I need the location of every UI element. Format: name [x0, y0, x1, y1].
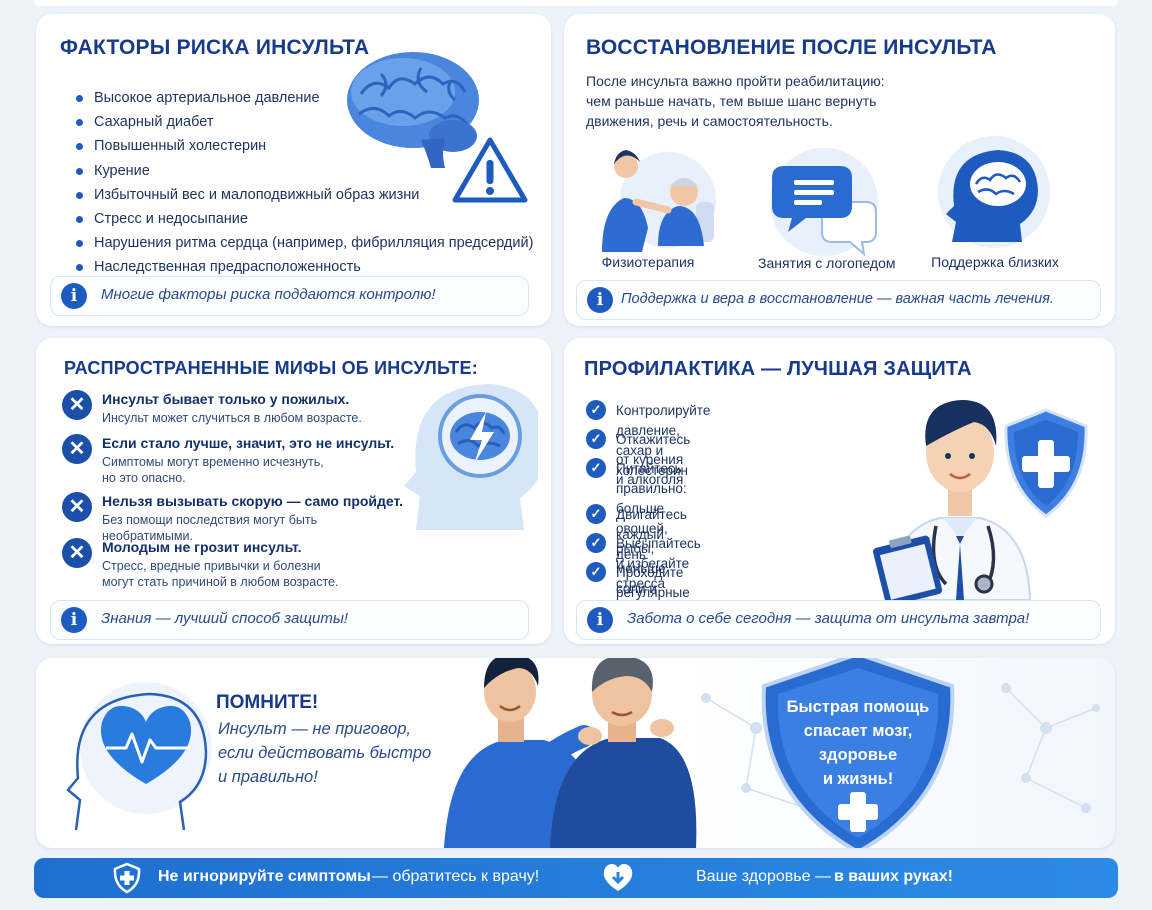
info-icon: i	[587, 287, 613, 313]
myth-text: Нельзя вызывать скорую — само пройдет.	[102, 493, 404, 509]
myth-fact: Без помощи последствия могут быть необра…	[102, 513, 318, 543]
myth-fact: Стресс, вредные привычки и болезни могут…	[102, 559, 339, 589]
prevention-info-box: i Забота о себе сегодня — защита от инсу…	[576, 600, 1101, 640]
cross-icon: ✕	[62, 390, 92, 420]
prevention-text: Питайтесь правильно: больше овощей, рыбы…	[616, 461, 687, 616]
footer-left-bold: Не игнорируйте симптомы	[158, 868, 371, 885]
risk-factors-list: Высокое артериальное давление Сахарный д…	[74, 86, 533, 280]
footer-left-rest: — обратитесь к врачу!	[372, 868, 540, 885]
prevention-card: ПРОФИЛАКТИКА — ЛУЧШАЯ ЗАЩИТА ✓ Контролир…	[564, 338, 1115, 644]
prevention-text: Откажитесь от курения и алкоголя	[616, 432, 691, 487]
remember-line: и правильно!	[218, 768, 318, 786]
caregiver-illustration	[444, 658, 697, 848]
myths-info-text: Знания — лучший способ защиты!	[101, 610, 349, 627]
prevention-text: Двигайтесь каждый день	[616, 507, 687, 562]
cross-icon: ✕	[62, 492, 92, 522]
top-edge	[34, 0, 1118, 6]
molecule-pattern	[701, 683, 1100, 813]
prevention-info-text: Забота о себе сегодня — защита от инсуль…	[627, 610, 1030, 627]
recovery-intro-line: движения, речь и самостоятельность.	[586, 113, 833, 129]
recovery-intro-line: чем раньше начать, тем выше шанс вернуть	[586, 93, 877, 109]
shield-text: и жизнь!	[822, 770, 894, 788]
list-item: Нарушения ритма сердца (например, фибрил…	[74, 231, 533, 255]
list-item: Высокое артериальное давление	[74, 86, 533, 110]
shield-badge	[761, 658, 955, 848]
myth-text: Инсульт бывает только у пожилых.	[102, 391, 350, 407]
shield-text: здоровье	[818, 746, 898, 764]
risk-info-text: Многие факторы риска поддаются контролю!	[101, 286, 436, 303]
check-icon: ✓	[586, 533, 606, 553]
check-icon: ✓	[586, 400, 606, 420]
recovery-info-text: Поддержка и вера в восстановление — важн…	[621, 291, 1054, 307]
list-item: Сахарный диабет	[74, 110, 533, 134]
head-brain-icon	[938, 136, 1050, 248]
head-lightning-icon	[404, 384, 538, 530]
remember-line: если действовать быстро	[218, 744, 432, 762]
myths-title: РАСПРОСТРАНЕННЫЕ МИФЫ ОБ ИНСУЛЬТЕ:	[64, 358, 478, 378]
myths-card: РАСПРОСТРАНЕННЫЕ МИФЫ ОБ ИНСУЛЬТЕ: ✕ Инс…	[36, 338, 551, 644]
recovery-label-speech: Занятия с логопедом	[758, 255, 896, 271]
heart-icon	[603, 864, 633, 891]
remember-title: ПОМНИТЕ!	[216, 692, 319, 713]
myths-info-box: i Знания — лучший способ защиты!	[50, 600, 529, 640]
shield-cross-icon	[113, 862, 141, 894]
info-icon: i	[61, 607, 87, 633]
doctor-icon	[873, 400, 1032, 600]
prevention-title: ПРОФИЛАКТИКА — ЛУЧШАЯ ЗАЩИТА	[584, 358, 972, 380]
warning-icon	[452, 137, 528, 203]
shield-cross-icon	[1004, 408, 1088, 518]
check-icon: ✓	[586, 562, 606, 582]
risk-factors-card: ФАКТОРЫ РИСКА ИНСУЛЬТА Высокое артериаль…	[36, 14, 551, 326]
myth-text: Молодым не грозит инсульт.	[102, 539, 302, 555]
heart-head-icon	[66, 682, 212, 831]
shield-text: спасает мозг,	[803, 722, 913, 740]
list-item: Наследственная предрасположенность	[74, 255, 533, 279]
prevention-text: Высыпайтесь и избегайте стресса	[616, 536, 701, 591]
list-item: Стресс и недосыпание	[74, 207, 533, 231]
remember-line: Инсульт — не приговор,	[218, 720, 411, 738]
myth-text: Если стало лучше, значит, это не инсульт…	[102, 435, 395, 451]
recovery-card: ВОССТАНОВЛЕНИЕ ПОСЛЕ ИНСУЛЬТА После инсу…	[564, 14, 1115, 326]
recovery-label-physio: Физиотерапия	[601, 254, 695, 270]
prevention-text: Контролируйте давление, сахар и холестер…	[616, 403, 711, 478]
cross-icon: ✕	[62, 434, 92, 464]
check-icon: ✓	[586, 504, 606, 524]
physiotherapy-illustration	[602, 150, 716, 252]
risk-info-box: i Многие факторы риска поддаются контрол…	[50, 276, 529, 316]
info-icon: i	[61, 283, 87, 309]
recovery-info-box: i Поддержка и вера в восстановление — ва…	[576, 280, 1101, 320]
recovery-intro-line: После инсульта важно пройти реабилитацию…	[586, 73, 885, 89]
remember-card: ПОМНИТЕ! Инсульт — не приговор, если дей…	[36, 658, 1115, 848]
myth-fact: Симптомы могут временно исчезнуть, но эт…	[102, 455, 324, 485]
footer-right-plain: Ваше здоровье —	[696, 868, 831, 885]
recovery-label-support: Поддержка близких	[931, 254, 1059, 270]
myth-fact: Инсульт может случиться в любом возрасте…	[102, 411, 362, 425]
info-icon: i	[587, 607, 613, 633]
cross-icon: ✕	[62, 538, 92, 568]
shield-text: Быстрая помощь	[786, 698, 930, 716]
footer-right-bold: в ваших руках!	[834, 868, 953, 885]
brain-icon	[347, 52, 479, 168]
check-icon: ✓	[586, 429, 606, 449]
list-item: Избыточный вес и малоподвижный образ жиз…	[74, 183, 533, 207]
risk-factors-title: ФАКТОРЫ РИСКА ИНСУЛЬТА	[60, 36, 370, 59]
recovery-title: ВОССТАНОВЛЕНИЕ ПОСЛЕ ИНСУЛЬТА	[586, 36, 997, 59]
list-item: Повышенный холестерин	[74, 134, 533, 158]
list-item: Курение	[74, 159, 533, 183]
footer-banner: Не игнорируйте симптомы — обратитесь к в…	[34, 858, 1118, 898]
check-icon: ✓	[586, 458, 606, 478]
speech-bubble-icon	[770, 148, 878, 256]
